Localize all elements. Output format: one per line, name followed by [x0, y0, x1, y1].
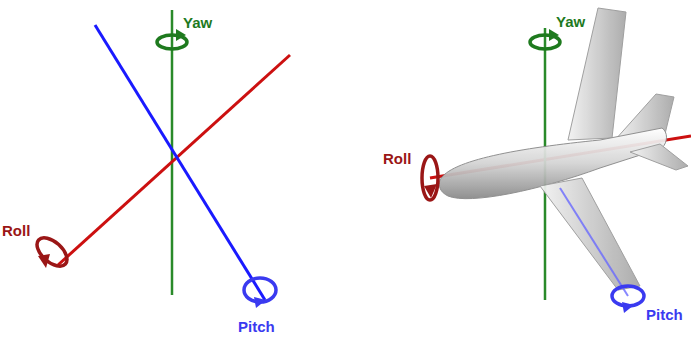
- pitch-arrowhead: [254, 297, 266, 308]
- roll-arrowhead: [38, 254, 50, 268]
- roll-arrowhead: [424, 184, 437, 198]
- pitch-label: Pitch: [646, 306, 683, 324]
- left-axes: [32, 10, 290, 308]
- roll-axis: [58, 55, 290, 265]
- roll-ring: [32, 233, 72, 272]
- airplane: [439, 8, 688, 290]
- pitch-axis: [95, 25, 265, 300]
- roll-label: Roll: [383, 150, 411, 168]
- pitch-ring: [244, 278, 276, 302]
- yaw-label: Yaw: [556, 13, 585, 31]
- roll-label: Roll: [2, 222, 30, 240]
- pitch-label: Pitch: [238, 318, 275, 336]
- stabilizer: [630, 144, 688, 170]
- pitch-axis: [560, 188, 628, 296]
- yaw-arrowhead: [549, 29, 559, 41]
- pitch-ring: [612, 286, 644, 306]
- roll-ring: [422, 156, 438, 200]
- yaw-label: Yaw: [183, 14, 212, 32]
- pitch-arrowhead: [622, 302, 634, 313]
- right-axes: [422, 8, 691, 313]
